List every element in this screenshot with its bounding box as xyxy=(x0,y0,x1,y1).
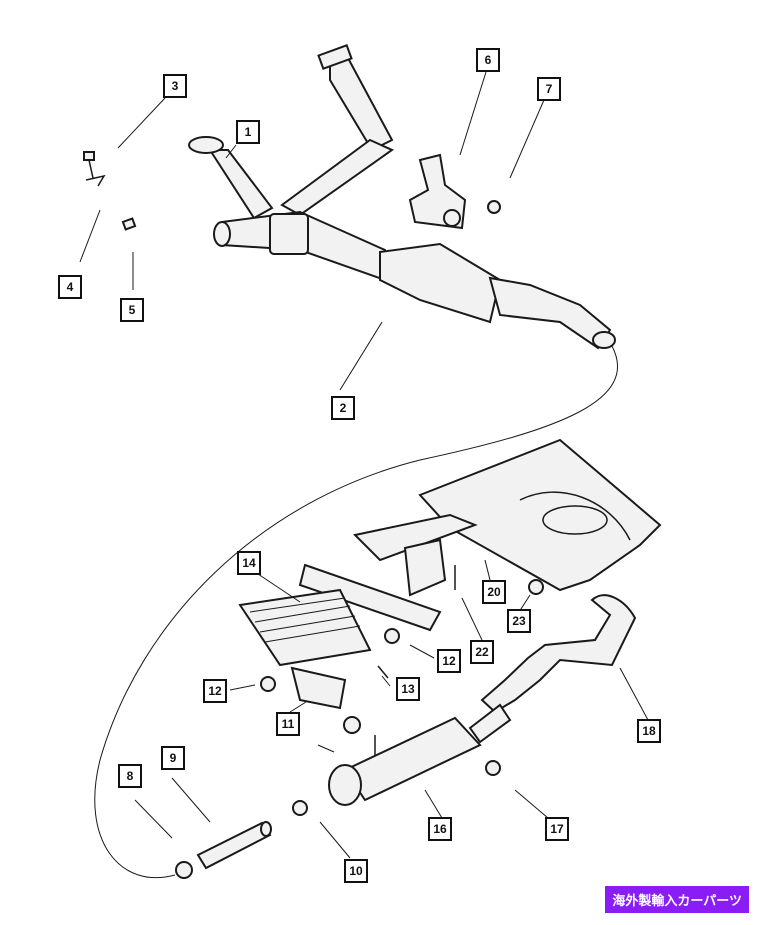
insulator-b xyxy=(384,628,400,644)
clamp-17 xyxy=(485,760,501,776)
callout-16: 16 xyxy=(428,817,452,841)
tailpipe xyxy=(480,594,637,714)
callout-12-right: 12 xyxy=(437,649,461,673)
insulator-bracket xyxy=(290,666,347,710)
callout-6: 6 xyxy=(476,48,500,72)
exhaust-pipe-assembly xyxy=(188,44,616,350)
callout-7: 7 xyxy=(537,77,561,101)
callout-17: 17 xyxy=(545,817,569,841)
callout-18: 18 xyxy=(637,719,661,743)
leader-lines xyxy=(79,71,649,859)
callout-11: 11 xyxy=(276,712,300,736)
callout-20: 20 xyxy=(482,580,506,604)
isolator xyxy=(528,579,544,595)
callout-4: 4 xyxy=(58,275,82,299)
clamp-8 xyxy=(175,861,193,879)
insulator-a xyxy=(260,676,276,692)
clamp-10 xyxy=(292,800,308,816)
callout-1: 1 xyxy=(236,120,260,144)
callout-9: 9 xyxy=(161,746,185,770)
callout-12-left: 12 xyxy=(203,679,227,703)
callout-2: 2 xyxy=(331,396,355,420)
insulator-c xyxy=(343,716,361,734)
muffler xyxy=(328,703,512,806)
callout-10: 10 xyxy=(344,859,368,883)
callout-3: 3 xyxy=(163,74,187,98)
callout-8: 8 xyxy=(118,764,142,788)
callout-23: 23 xyxy=(507,609,531,633)
callout-22: 22 xyxy=(470,640,494,664)
stud xyxy=(121,217,137,231)
vehicle-frame xyxy=(238,438,662,667)
bolt-and-clip xyxy=(83,151,106,187)
callout-13: 13 xyxy=(396,677,420,701)
extension-pipe xyxy=(196,821,272,870)
watermark-badge: 海外製輸入カーパーツ xyxy=(605,886,749,913)
nut xyxy=(487,200,501,214)
callout-5: 5 xyxy=(120,298,144,322)
callout-14: 14 xyxy=(237,551,261,575)
hanger-bracket xyxy=(408,153,467,230)
